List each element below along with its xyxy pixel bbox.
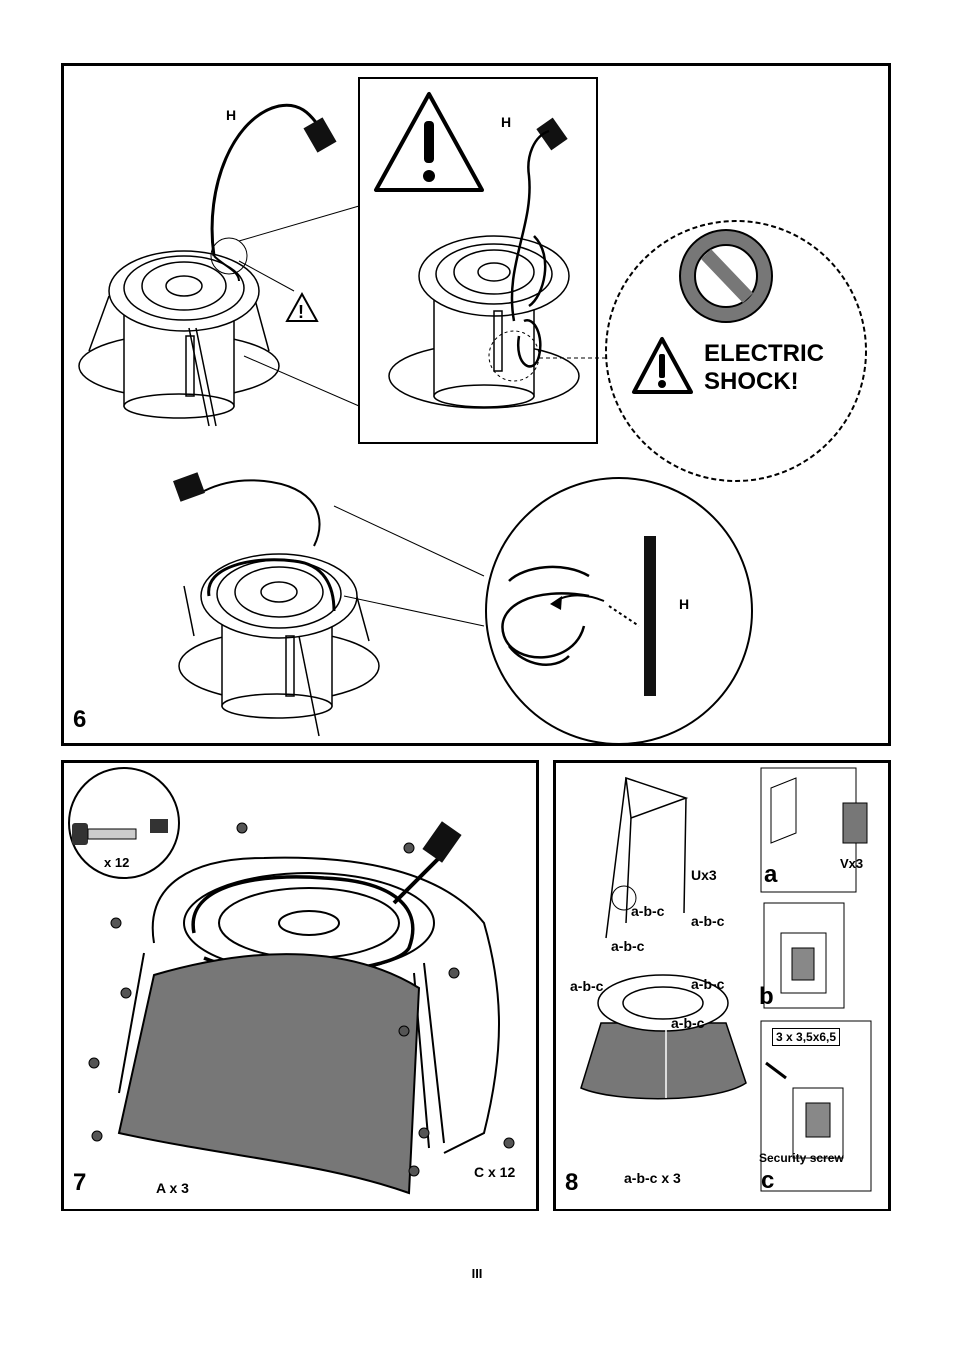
abc-label-6: a-b-c (671, 1015, 705, 1031)
abc-total: a-b-c x 3 (624, 1170, 681, 1186)
hood-drawing-bottom (178, 553, 380, 737)
keyhole-plate-a (842, 802, 868, 844)
cable-segment (644, 536, 656, 696)
plug-icon-detail (536, 117, 568, 151)
cable-label-h-detail: H (501, 114, 511, 130)
warning-triangle-large-icon (374, 92, 484, 192)
plug-icon-7 (422, 821, 462, 863)
step-6-illustration: H ! H (78, 77, 867, 745)
svg-text:!: ! (298, 302, 304, 322)
hood-drawing-8 (580, 974, 747, 1100)
hood-drawing-left (78, 250, 280, 427)
prohibition-icon (679, 229, 773, 323)
bolt-icon (72, 823, 137, 845)
step-number-7: 7 (73, 1169, 87, 1196)
abc-label-2: a-b-c (691, 913, 725, 929)
electric-shock-warning: ELECTRIC SHOCK! (704, 340, 824, 395)
hardware-count: x 12 (104, 855, 130, 870)
screw-spec: 3 x 3,5x6,5 (772, 1028, 841, 1046)
abc-label-5: a-b-c (691, 976, 725, 992)
step-6-panel: H ! H (61, 63, 891, 746)
step-7-panel: x 12 7 A x 3 C x 12 (61, 760, 539, 1211)
detail-box (358, 77, 598, 444)
sub-step-c: c (761, 1167, 775, 1194)
page-number: III (471, 1266, 483, 1281)
shock-warning-circle (605, 220, 867, 482)
cable-clip-drawing (501, 565, 590, 666)
nut-icon (150, 819, 168, 833)
hood-drawing-detail (388, 235, 580, 409)
abc-label-1: a-b-c (631, 903, 665, 919)
part-a-count: A x 3 (156, 1180, 189, 1196)
cable-label-h: H (226, 107, 236, 123)
warning-triangle-small-icon: ! (285, 291, 319, 322)
step-7-illustration (68, 767, 515, 1195)
step-8-panel: Ux3 a-b-c a-b-c a-b-c a-b-c a-b-c a-b-c … (553, 760, 891, 1211)
step-number-8: 8 (565, 1169, 579, 1196)
plug-icon (303, 117, 337, 153)
warning-triangle-shock-icon (632, 337, 693, 394)
plug-icon-bottom (173, 472, 205, 502)
cable-label-h-clip: H (679, 596, 689, 612)
hardware-circle (68, 767, 180, 879)
screw-icons (88, 822, 515, 1177)
hanging-bracket-drawing (605, 776, 689, 939)
sub-step-a: a (764, 861, 778, 888)
step-number-6: 6 (73, 706, 87, 733)
clip-detail-circle (485, 477, 753, 745)
abc-label-4: a-b-c (570, 978, 604, 994)
u-count: Ux3 (691, 867, 717, 883)
hood-drawing-7 (151, 856, 500, 1154)
security-screw-label: Security screw (759, 1151, 844, 1165)
v-count: Vx3 (840, 856, 864, 871)
part-c-count: C x 12 (474, 1164, 516, 1180)
sub-step-b: b (759, 983, 774, 1010)
abc-label-3: a-b-c (611, 938, 645, 954)
panel-a (117, 953, 421, 1195)
step-8-illustration (580, 767, 872, 1192)
